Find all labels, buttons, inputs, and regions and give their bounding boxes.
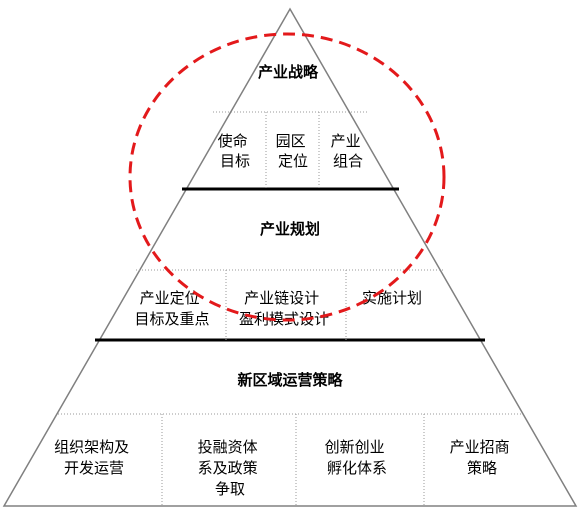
tier1-cell-park-positioning: 园区 定位 xyxy=(276,132,311,170)
tier3-cell-innovation-incubation: 创新创业 孵化体系 xyxy=(325,438,390,477)
tier3-cell-financing-policy: 投融资体 系及政策 争取 xyxy=(198,438,263,498)
tier1-cell-industry-mix: 产业 组合 xyxy=(331,132,366,170)
tier1-cell-mission: 使命 目标 xyxy=(218,132,253,170)
tier2-title: 产业规划 xyxy=(260,220,320,238)
tier2-cell-industry-positioning: 产业定位 目标及重点 xyxy=(134,289,209,328)
tier1-title: 产业战略 xyxy=(258,63,319,81)
tier3-cell-organization: 组织架构及 开发运营 xyxy=(54,438,134,477)
tier3-cell-investment-attraction: 产业招商 策略 xyxy=(450,438,515,477)
tier2-cell-implementation-plan: 实施计划 xyxy=(362,289,422,307)
highlight-circle xyxy=(128,32,446,322)
tier3-title: 新区域运营策略 xyxy=(237,371,343,389)
pyramid-outline xyxy=(2,7,578,507)
